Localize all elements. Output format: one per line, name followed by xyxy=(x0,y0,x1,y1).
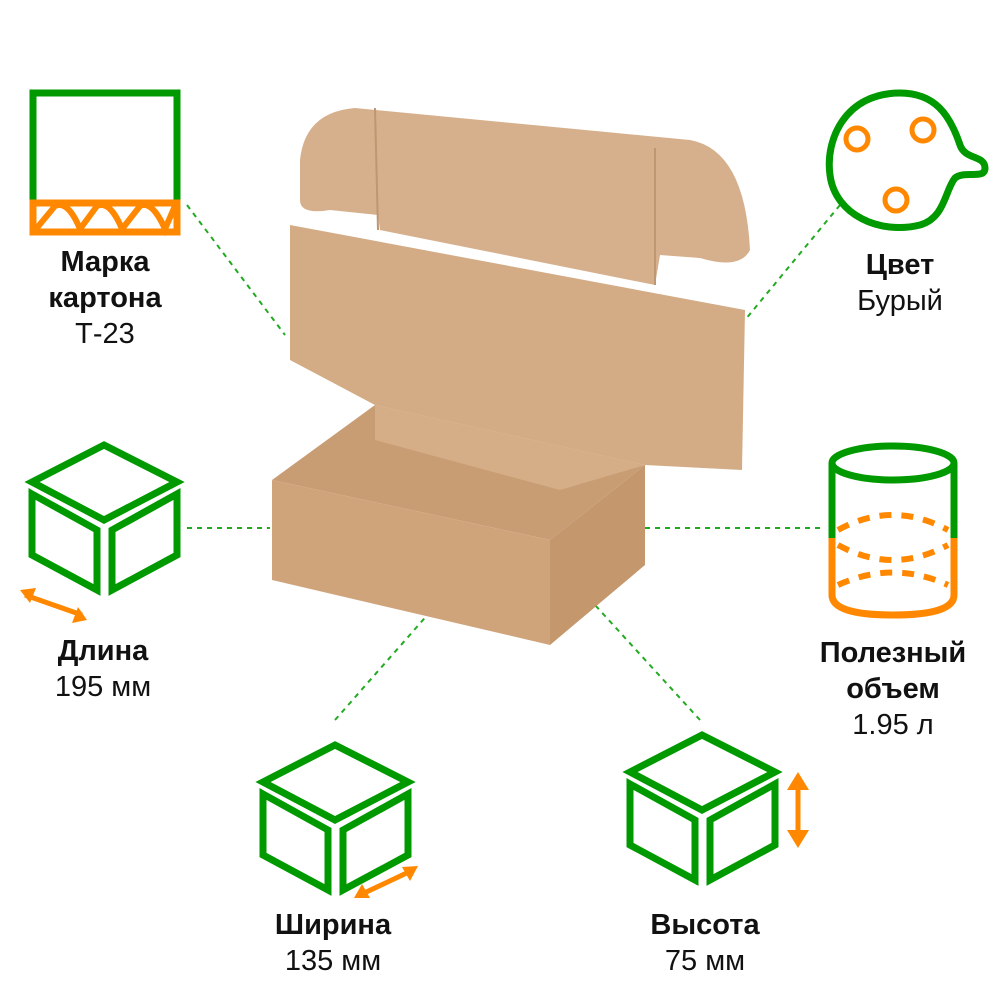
spec-board-value: Т-23 xyxy=(75,318,135,350)
cube-length-icon xyxy=(20,445,177,623)
spec-volume-title-1: Полезный xyxy=(819,637,967,669)
spec-height-value: 75 мм xyxy=(664,945,746,977)
cylinder-volume-icon xyxy=(828,442,958,619)
palette-icon xyxy=(825,89,989,232)
spec-board: Марка картона Т-23 xyxy=(0,244,225,352)
spec-volume-value: 1.95 л xyxy=(852,709,934,741)
spec-volume-title-2: объем xyxy=(846,673,940,705)
spec-width-value: 135 мм xyxy=(284,945,382,977)
spec-length-value: 195 мм xyxy=(54,671,152,703)
spec-color-value: Бурый xyxy=(857,285,943,317)
cube-width-icon xyxy=(263,745,418,898)
spec-length: Длина 195 мм xyxy=(0,633,223,705)
spec-board-title-2: картона xyxy=(48,282,162,314)
cardboard-box-image xyxy=(272,107,750,645)
spec-length-title: Длина xyxy=(57,635,149,667)
spec-color: Цвет Бурый xyxy=(780,247,1000,319)
spec-volume: Полезный объем 1.95 л xyxy=(773,635,1000,743)
spec-board-title-1: Марка xyxy=(60,246,150,278)
cube-height-icon xyxy=(630,735,809,880)
corrugated-board-icon xyxy=(29,89,181,237)
spec-color-title: Цвет xyxy=(865,249,935,281)
spec-width-title: Ширина xyxy=(274,909,392,941)
spec-height: Высота 75 мм xyxy=(585,907,825,979)
spec-height-title: Высота xyxy=(650,909,760,941)
leader-lines xyxy=(186,204,841,721)
spec-width: Ширина 135 мм xyxy=(213,907,453,979)
